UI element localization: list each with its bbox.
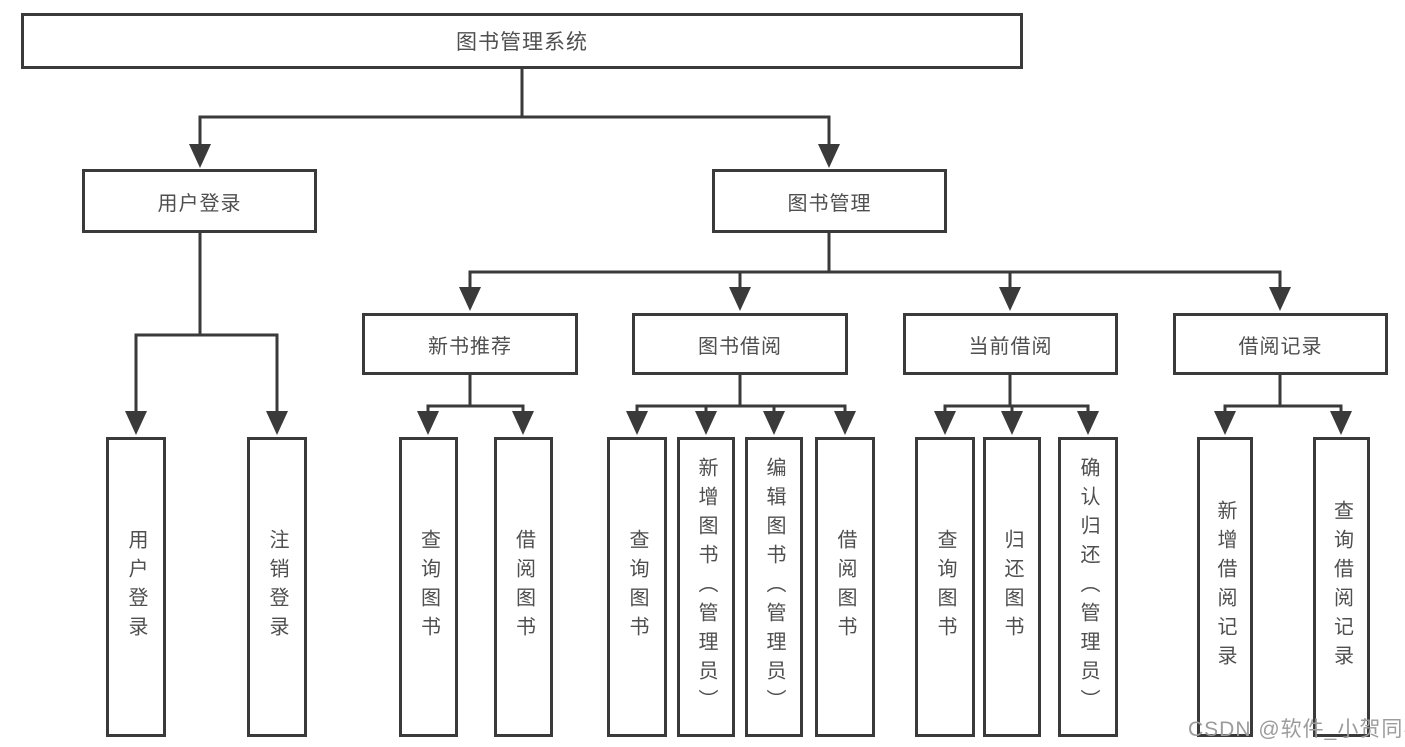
node-label: 查询图书 <box>626 529 648 645</box>
leaf-add-book-admin: 新增图书（管理员） <box>677 437 735 737</box>
node-label: 查询借阅记录 <box>1330 500 1353 674</box>
node-label: 当前借阅 <box>968 335 1053 358</box>
node-label: 新增借阅记录 <box>1214 500 1236 674</box>
node-label: 借阅图书 <box>834 529 856 645</box>
node-label: 用户登录 <box>125 529 147 645</box>
node-label: 新增图书（管理员） <box>695 456 717 718</box>
leaf-edit-book-admin: 编辑图书（管理员） <box>745 437 803 737</box>
leaf-query-books-borrowing: 查询图书 <box>607 437 667 737</box>
leaf-logout: 注销登录 <box>247 437 307 737</box>
node-label: 图书管理 <box>787 192 872 215</box>
leaf-user-login: 用户登录 <box>106 437 166 737</box>
node-book-borrowing: 图书借阅 <box>632 313 848 375</box>
leaf-borrow-books-borrowing: 借阅图书 <box>815 437 875 737</box>
leaf-confirm-return-admin: 确认归还（管理员） <box>1058 437 1118 737</box>
leaf-add-borrow-record: 新增借阅记录 <box>1197 437 1253 737</box>
leaf-query-books-current: 查询图书 <box>915 437 975 737</box>
node-label: 新书推荐 <box>428 335 512 358</box>
node-label: 编辑图书（管理员） <box>763 456 785 718</box>
node-new-book-recommendation: 新书推荐 <box>362 313 578 375</box>
node-label: 归还图书 <box>1001 529 1023 645</box>
leaf-query-borrow-record: 查询借阅记录 <box>1313 437 1370 737</box>
node-label: 图书管理系统 <box>456 31 588 54</box>
node-label: 确认归还（管理员） <box>1077 456 1099 718</box>
node-label: 查询图书 <box>934 529 956 645</box>
node-user-login: 用户登录 <box>82 169 317 233</box>
node-current-borrowing: 当前借阅 <box>903 313 1118 375</box>
watermark: CSDN @软件_小贺同学 <box>1188 718 1405 741</box>
node-book-management: 图书管理 <box>712 169 947 233</box>
node-root: 图书管理系统 <box>21 13 1023 69</box>
leaf-query-books-recommend: 查询图书 <box>399 437 458 737</box>
node-label: 用户登录 <box>157 192 242 215</box>
node-label: 借阅图书 <box>512 529 535 645</box>
node-label: 借阅记录 <box>1238 335 1323 358</box>
node-label: 注销登录 <box>266 529 288 645</box>
leaf-return-books: 归还图书 <box>983 437 1041 737</box>
arrowheads <box>125 144 1352 435</box>
node-borrowing-records: 借阅记录 <box>1173 313 1388 375</box>
node-label: 图书借阅 <box>698 335 782 358</box>
leaf-borrow-books-recommend: 借阅图书 <box>494 437 553 737</box>
node-label: 查询图书 <box>417 529 440 645</box>
